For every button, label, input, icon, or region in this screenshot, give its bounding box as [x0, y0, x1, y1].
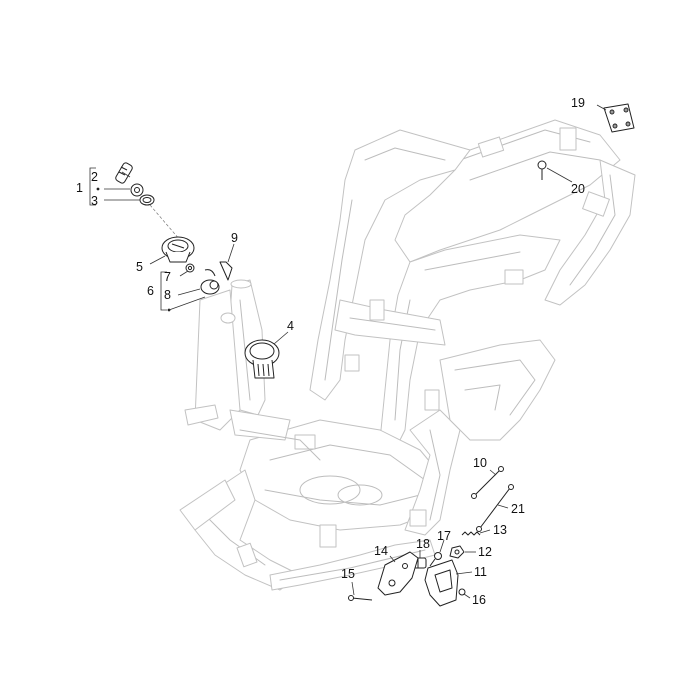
callout-2: 2 [91, 170, 98, 184]
callout-14: 14 [374, 544, 388, 558]
callout-16: 16 [472, 593, 486, 607]
part-4-lock [244, 339, 280, 379]
part-9-spring [204, 261, 233, 281]
part-20-screw [537, 160, 547, 180]
callout-5: 5 [136, 260, 143, 274]
part-3-washer [130, 183, 144, 197]
callout-10: 10 [473, 456, 487, 470]
part-12-nut [449, 545, 465, 559]
part-17-bolt [429, 552, 442, 567]
part-7-clip [185, 263, 195, 273]
part-19-bracket [603, 103, 635, 133]
part-3-ring [139, 194, 155, 206]
part-14-bracket [377, 551, 419, 596]
callout-17: 17 [437, 529, 451, 543]
callout-4: 4 [287, 319, 294, 333]
callout-1: 1 [76, 181, 83, 195]
callout-13: 13 [493, 523, 507, 537]
part-10-rod [471, 466, 504, 499]
part-15-pin [348, 595, 373, 601]
callout-labels: 1 2 3 4 5 6 7 8 9 10 11 12 13 14 15 16 1… [76, 96, 585, 607]
callout-12: 12 [478, 545, 492, 559]
callout-8: 8 [164, 288, 171, 302]
callout-18: 18 [416, 537, 430, 551]
callout-7: 7 [164, 270, 171, 284]
callout-3: 3 [91, 194, 98, 208]
part-5-cap-assembly [161, 236, 195, 263]
part-21-rod [476, 484, 514, 532]
part-16-nut [458, 588, 466, 596]
part-8-cap [200, 279, 220, 295]
callout-9: 9 [231, 231, 238, 245]
callout-21: 21 [511, 502, 525, 516]
callout-6: 6 [147, 284, 154, 298]
part-11-stand [424, 559, 459, 607]
callout-19: 19 [571, 96, 585, 110]
scooter-frame [179, 119, 636, 591]
callout-20: 20 [571, 182, 585, 196]
part-13-spring [461, 531, 481, 536]
callout-11: 11 [474, 565, 487, 579]
callout-15: 15 [341, 567, 355, 581]
